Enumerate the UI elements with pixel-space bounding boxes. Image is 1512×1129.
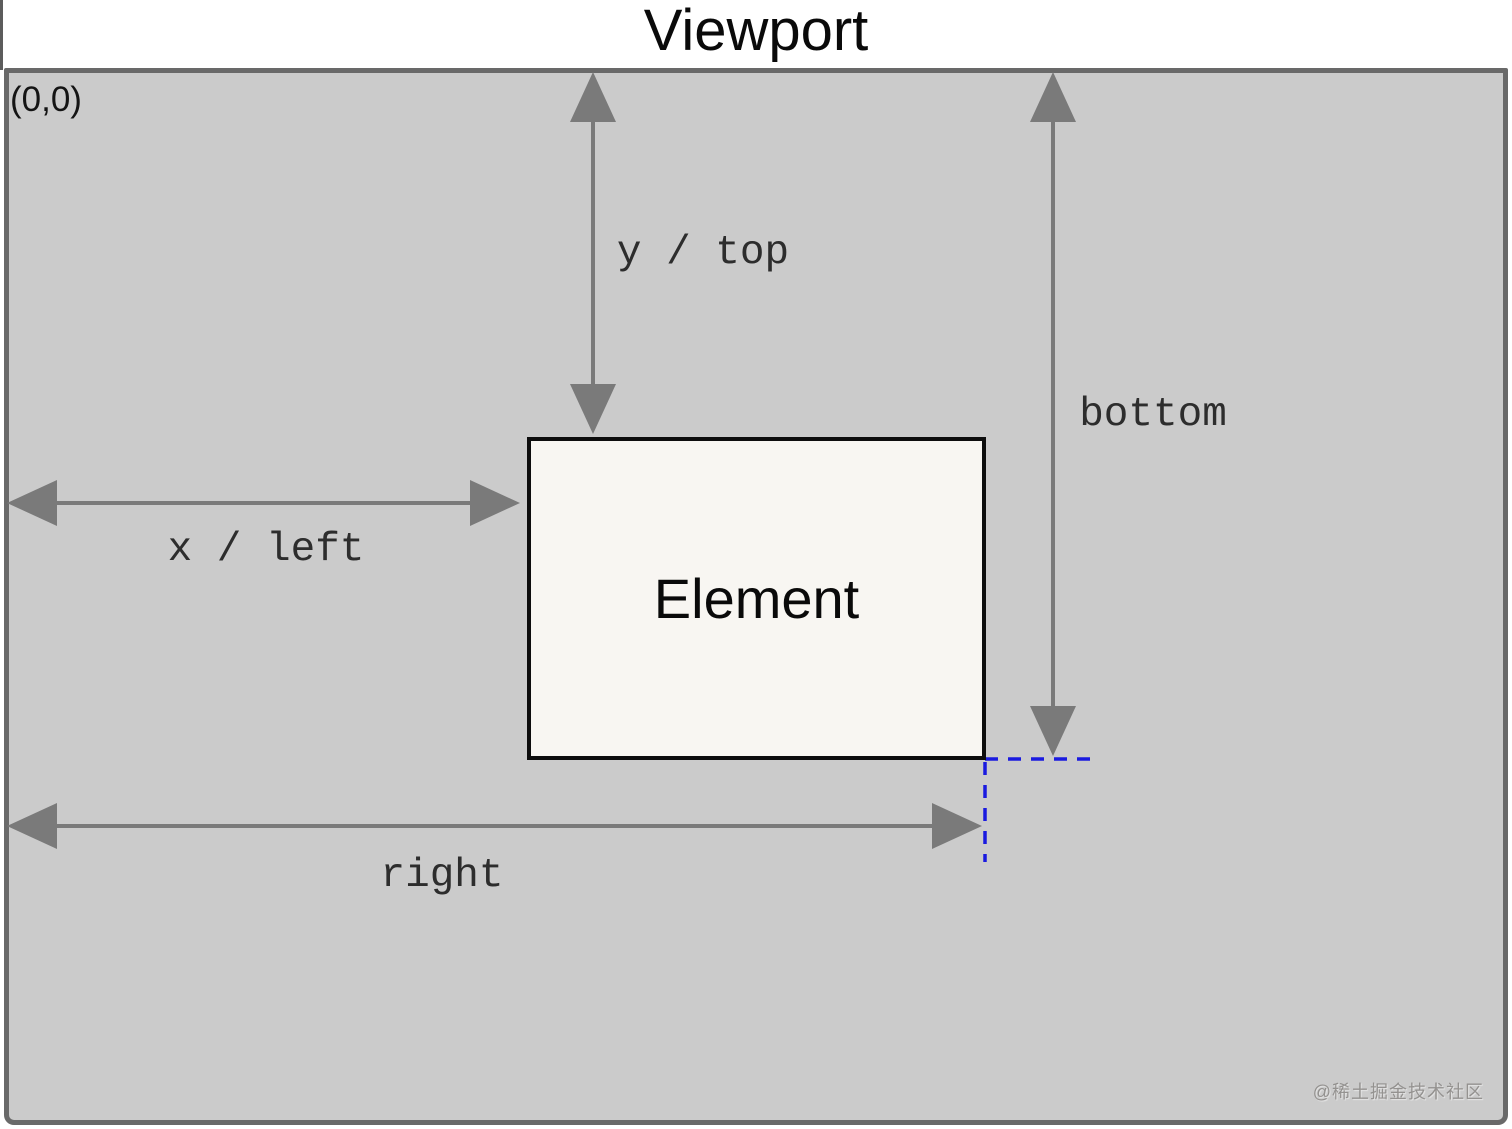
origin-coordinate-label: (0,0) xyxy=(10,80,82,119)
page-title: Viewport xyxy=(643,0,869,63)
y-top-label: y / top xyxy=(616,230,790,276)
bottom-label: bottom xyxy=(1079,392,1227,438)
right-label: right xyxy=(380,853,504,899)
juejin-watermark: @稀土掘金技术社区 xyxy=(1312,1082,1484,1102)
page-left-edge-line xyxy=(0,0,3,70)
viewport-title-band: Viewport xyxy=(0,0,1512,68)
element-box: Element xyxy=(527,437,986,760)
element-label: Element xyxy=(653,567,860,630)
x-left-label: x / left xyxy=(167,527,365,573)
